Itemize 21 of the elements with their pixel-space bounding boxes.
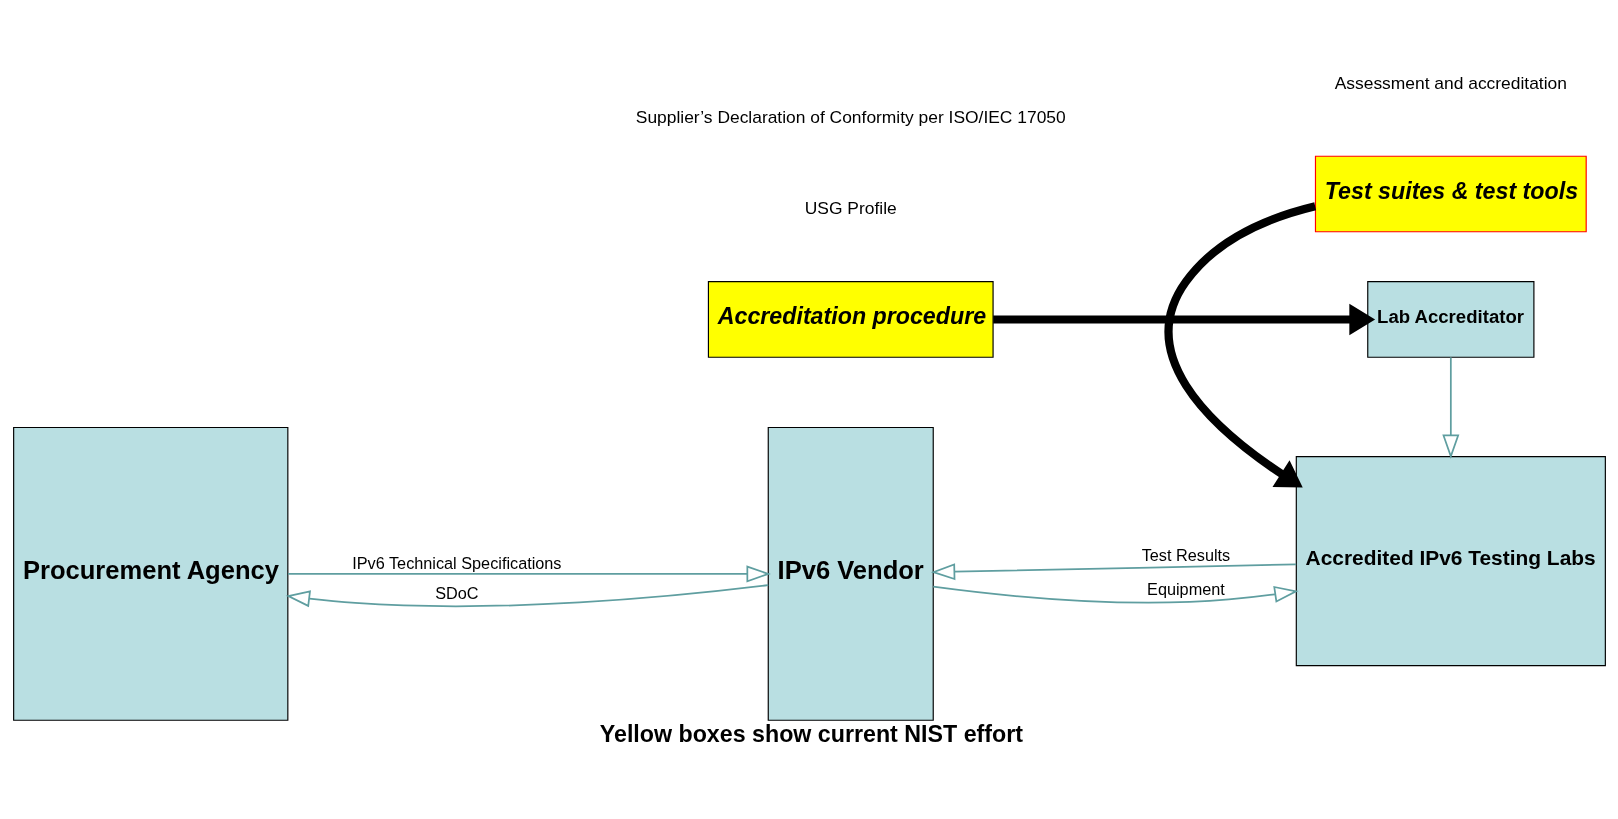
node-box: Procurement Agency (12, 426, 288, 721)
edge-label: SDoC (434, 583, 479, 602)
arrow (286, 565, 771, 583)
caption: Yellow boxes show current NIST effort (599, 721, 1023, 748)
label: Assessment and accreditation (1334, 72, 1567, 93)
arrow (992, 303, 1375, 336)
label: USG Profile (804, 198, 897, 219)
node-box: Accreditation procedure (707, 281, 994, 358)
edge-label: Equipment (1146, 580, 1225, 599)
label: Supplier’s Declaration of Conformity per ISO/IEC 17050 (635, 106, 1066, 127)
node-box: Accredited IPv6 Testing Labs (1295, 455, 1606, 667)
arrow (1164, 202, 1316, 488)
edge-label: IPv6 Technical Specifications (351, 554, 562, 573)
node-box: IPv6 Vendor (767, 426, 934, 721)
edge-label: Test Results (1141, 546, 1230, 565)
arrow (285, 584, 769, 608)
arrow (931, 585, 1299, 604)
node-box: Test suites & test tools (1314, 155, 1587, 233)
arrow (1441, 356, 1459, 459)
arrow (930, 563, 1297, 581)
node-box: Lab Accreditator (1366, 281, 1534, 358)
